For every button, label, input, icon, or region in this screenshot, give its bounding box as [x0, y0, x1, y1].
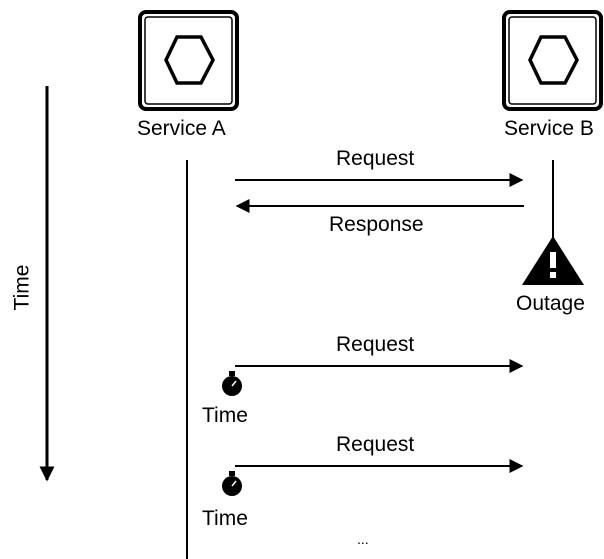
service-a-label: Service A: [137, 117, 226, 140]
request-label-2: Request: [336, 333, 415, 356]
request-label-1: Request: [336, 147, 415, 170]
outage-label: Outage: [516, 292, 585, 315]
service-a-hexagon-icon: [138, 10, 239, 111]
stopwatch-icon: [222, 471, 242, 496]
stopwatch-icon: [222, 371, 242, 396]
service-b-label: Service B: [504, 117, 594, 140]
timer-label-2: Time: [202, 507, 248, 530]
continuation-ellipsis: ...: [357, 531, 369, 547]
service-b-hexagon-icon: [502, 10, 603, 111]
time-axis-label: Time: [10, 264, 34, 311]
timer-label-1: Time: [202, 404, 248, 427]
warning-triangle-icon: [522, 236, 584, 285]
request-label-3: Request: [336, 433, 415, 456]
response-label-1: Response: [329, 213, 424, 236]
